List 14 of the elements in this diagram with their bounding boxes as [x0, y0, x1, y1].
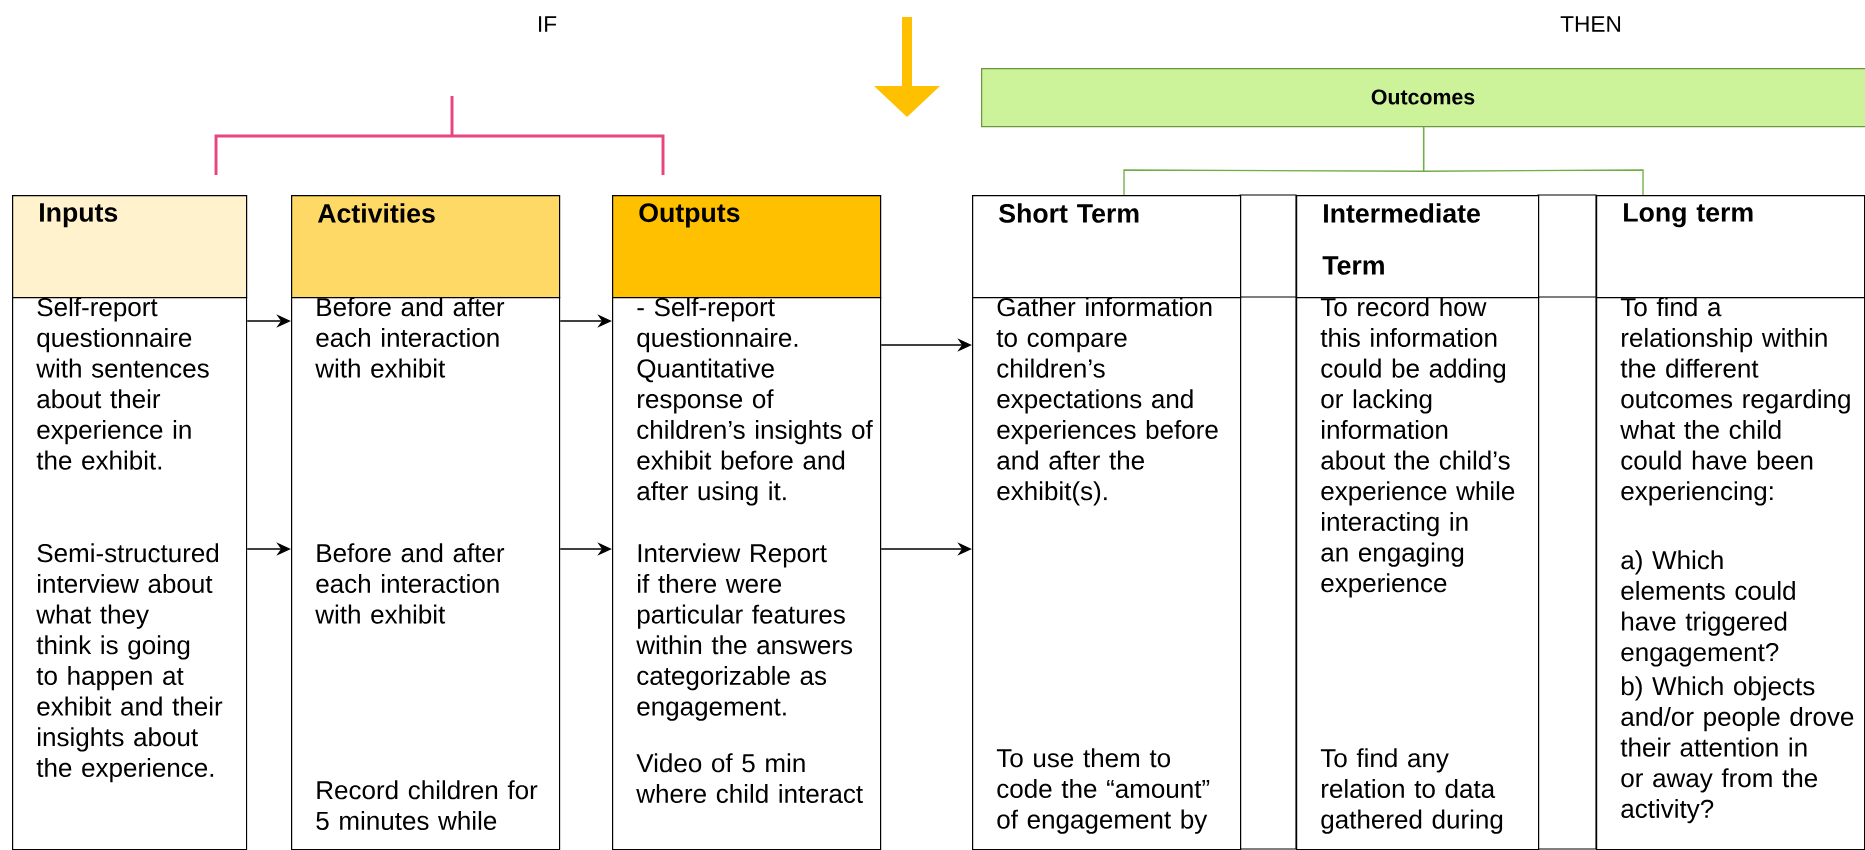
- column-header: Outputs: [612, 195, 882, 299]
- section-label: THEN: [1560, 16, 1620, 32]
- column-header: Activities: [291, 195, 561, 299]
- table-column: Self-report questionnaire with sentences about their experience in the exhibit. Semi-structured interview about what they think is going to happen at exhibit and their insights about the experience.: [12, 297, 248, 850]
- table-column: - Self-report questionnaire. Quantitative response of children’s insights of exhibit before and after using it. Interview Report if there were particular features within the answers categorizable as engagement. Video of 5 min where child interact: [612, 297, 882, 850]
- column-header: Short Term: [972, 195, 1242, 299]
- column-header: Intermediate Term: [1296, 195, 1540, 299]
- connector-line: [1422, 126, 1644, 196]
- section-label: IF: [539, 16, 557, 32]
- column-header: Long term: [1596, 195, 1865, 299]
- column-header: Inputs: [12, 195, 248, 299]
- table-column: Before and after each interaction with exhibit Before and after each interaction with exhibit Record children for 5 minutes while: [291, 297, 561, 850]
- outcomes-banner: Outcomes: [981, 68, 1865, 128]
- table-column: To find a relationship within the different outcomes regarding what the child could have been experiencing: a) Which elements could have triggered engagement? b) Which objects and/or people drove their attention in or away from the activity?: [1596, 297, 1865, 850]
